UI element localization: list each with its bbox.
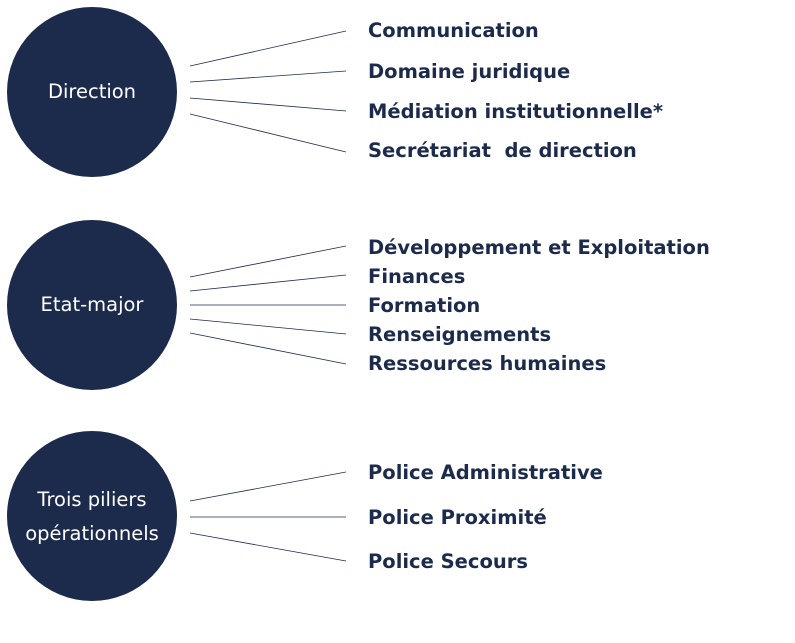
connector-line (189, 471, 347, 502)
connector-line (189, 532, 347, 562)
group-node-label-line: Direction (47, 80, 137, 103)
group-item: Police Administrative (368, 461, 603, 484)
group-item: Médiation institutionnelle* (368, 100, 664, 123)
group-item: Formation (368, 294, 481, 317)
group-node: Etat-major (7, 220, 177, 390)
connector-line (189, 245, 347, 278)
connector-line (189, 30, 347, 67)
group-item: Développement et Exploitation (368, 236, 710, 259)
group-item: Communication (368, 19, 539, 42)
connector-line (189, 97, 347, 112)
group-item: Ressources humaines (368, 352, 607, 375)
connector-line (189, 318, 347, 335)
group-item: Police Secours (368, 550, 528, 573)
group-node-label: Trois piliers opérationnels (25, 481, 159, 551)
connector-line (189, 274, 347, 292)
group-item: Police Proximité (368, 506, 547, 529)
connector-line (189, 332, 347, 365)
group-item: Secrétariat de direction (368, 139, 637, 162)
group-item: Renseignements (368, 323, 552, 346)
group-item: Domaine juridique (368, 60, 571, 83)
group-node-label-line: opérationnels (25, 522, 159, 545)
group-node-label-line: Etat-major (40, 293, 144, 316)
connector-line (189, 113, 347, 153)
group-item: Finances (368, 265, 466, 288)
connector-line (189, 70, 347, 83)
group-node-label: Etat-major (41, 288, 144, 322)
group-node: Trois piliers opérationnels (7, 431, 177, 601)
group-node-label: Direction (48, 75, 136, 109)
group-node-label-line: Trois piliers (37, 488, 147, 511)
group-node: Direction (7, 7, 177, 177)
